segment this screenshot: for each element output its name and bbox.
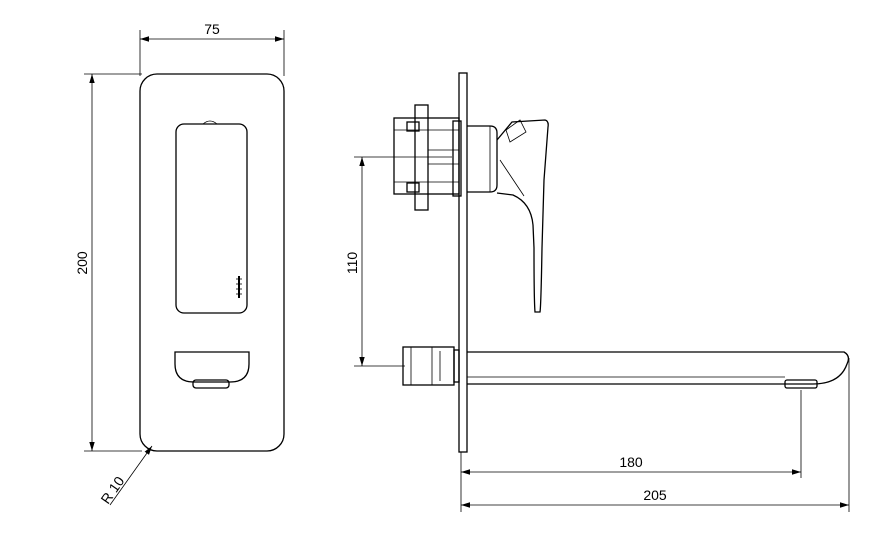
dim-label-height: 200 xyxy=(74,251,90,275)
dim-label-total: 205 xyxy=(643,487,667,503)
dim-label-reach: 180 xyxy=(619,454,643,470)
dim-corner-radius: R 10 xyxy=(97,445,153,507)
handle-lever-front xyxy=(175,123,248,314)
cover-plate xyxy=(139,73,285,452)
dim-front-width: 75 xyxy=(139,21,285,76)
side-view xyxy=(393,72,850,453)
dim-label-width: 75 xyxy=(204,21,220,37)
cartridge-housing xyxy=(467,125,498,193)
front-view xyxy=(139,73,285,452)
dim-label-handle-height: 110 xyxy=(344,252,360,275)
dim-front-height: 200 xyxy=(74,73,142,452)
wall-plate-side xyxy=(458,72,468,453)
dim-handle-height: 110 xyxy=(344,156,452,367)
aerator-front xyxy=(192,379,230,389)
spout-side xyxy=(467,351,850,385)
dim-total-projection: 205 xyxy=(461,358,850,512)
dim-spout-reach: 180 xyxy=(460,390,802,512)
mounting-flange xyxy=(414,104,429,211)
spout-front xyxy=(174,351,250,383)
aerator-side xyxy=(784,379,818,389)
dim-label-radius: R 10 xyxy=(97,473,127,507)
handle-lever-side xyxy=(496,119,549,313)
handle-top-knob xyxy=(202,120,218,125)
